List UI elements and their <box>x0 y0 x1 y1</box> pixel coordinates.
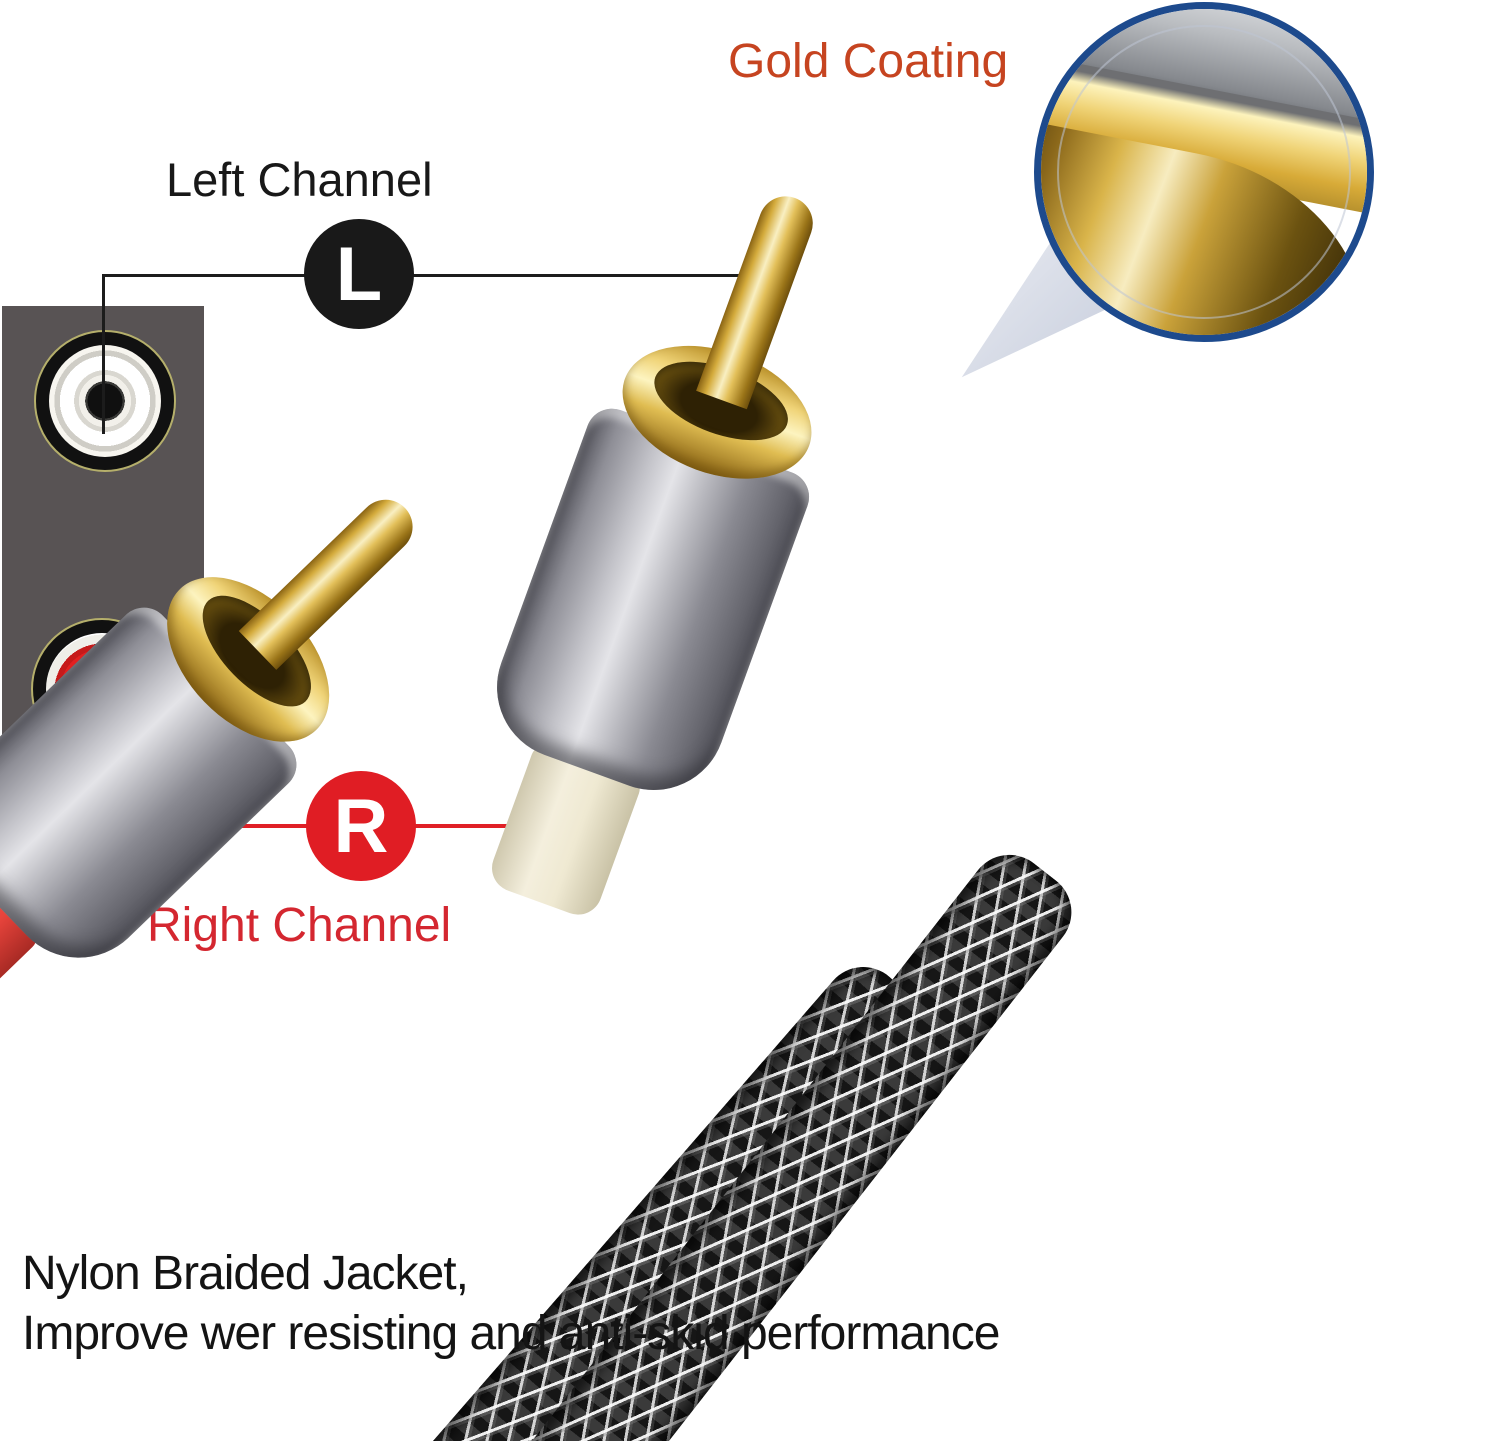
gold-pin-icon <box>238 488 424 670</box>
magnifier-glass-reflection <box>1057 25 1351 319</box>
white-rca-jack-face <box>49 345 161 457</box>
gold-coating-label: Gold Coating <box>728 35 1009 88</box>
gold-pin-icon <box>696 188 821 410</box>
left-channel-jack-icon <box>34 330 176 472</box>
left-channel-pointer-line-vertical <box>102 274 105 434</box>
left-channel-pointer-line-horizontal <box>102 274 758 277</box>
right-channel-badge: R <box>306 771 416 881</box>
right-channel-badge-letter: R <box>333 783 389 869</box>
caption-line-1: Nylon Braided Jacket, <box>22 1247 469 1300</box>
left-channel-badge-letter: L <box>335 231 383 317</box>
magnifier-circle <box>1034 2 1374 342</box>
left-channel-label: Left Channel <box>166 153 433 206</box>
caption-line-2: Improve wer resisting and anti-skid perf… <box>22 1307 1000 1360</box>
caption-text: Nylon Braided Jacket, Improve wer resist… <box>22 1244 1000 1364</box>
right-channel-label: Right Channel <box>147 899 452 952</box>
left-channel-badge: L <box>304 219 414 329</box>
